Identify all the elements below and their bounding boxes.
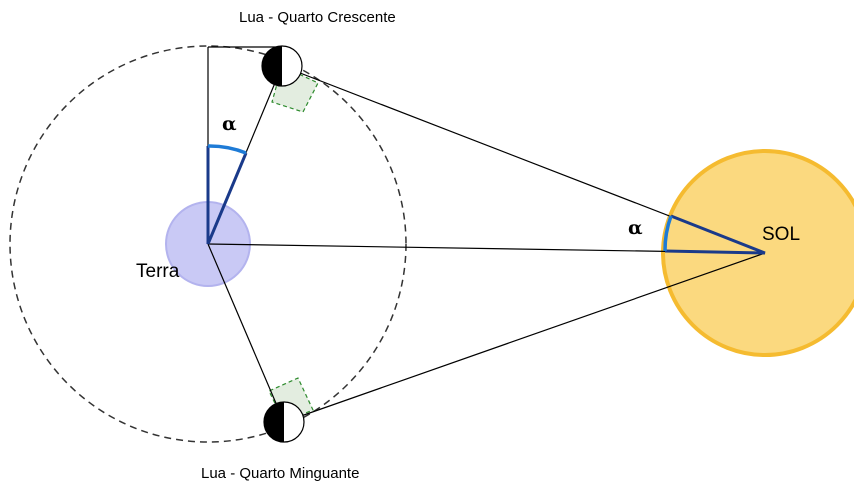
label-angle-earth: α — [222, 113, 237, 135]
sun-angle-earth-highlight — [664, 249, 766, 255]
sun-angle-moon-highlight — [670, 214, 766, 255]
earth-moon-bottom-line — [207, 243, 285, 423]
moon-last-quarter — [263, 401, 305, 443]
moon-orbit — [9, 45, 407, 443]
label-angle-sun: α — [628, 217, 643, 239]
earth-angle-arc — [207, 144, 247, 155]
moon-first-quarter — [261, 45, 303, 87]
label-earth: Terra — [136, 261, 180, 282]
label-sun: SOL — [762, 224, 800, 245]
moon-bottom-sun-line — [283, 252, 766, 423]
label-moon-first-quarter: Lua - Quarto Crescente — [239, 9, 396, 26]
earth-angle-moon-highlight — [206, 152, 248, 245]
label-moon-last-quarter: Lua - Quarto Minguante — [201, 465, 359, 482]
sun-angle-arc — [663, 215, 673, 252]
